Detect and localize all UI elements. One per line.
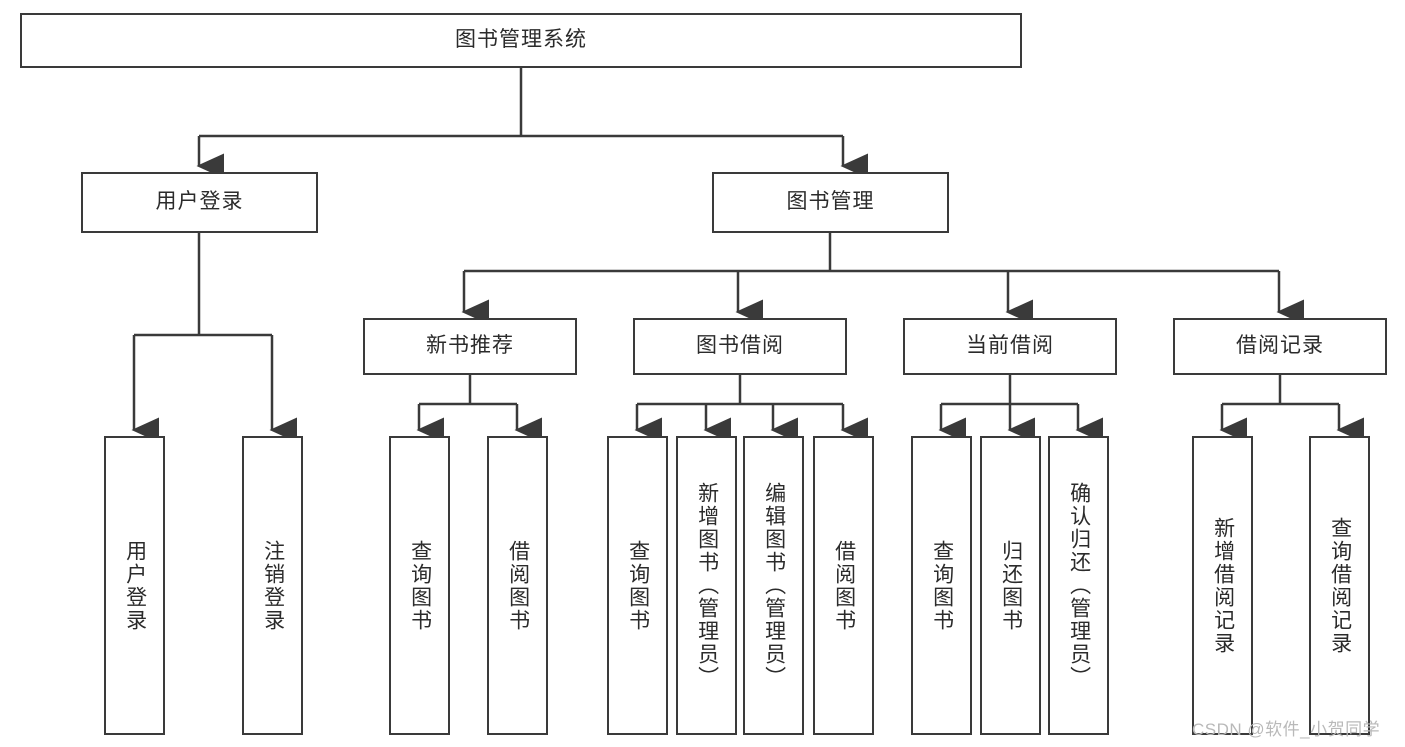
node-leaf-logout-login[interactable]: 注销登录 xyxy=(242,436,303,735)
node-leaf-query-book-1-label: 查询图书 xyxy=(408,539,432,632)
node-user-login[interactable]: 用户登录 xyxy=(81,172,318,233)
node-book-borrow[interactable]: 图书借阅 xyxy=(633,318,847,375)
node-leaf-query-book-1[interactable]: 查询图书 xyxy=(389,436,450,735)
node-leaf-return-book[interactable]: 归还图书 xyxy=(980,436,1041,735)
node-leaf-user-login[interactable]: 用户登录 xyxy=(104,436,165,735)
node-root-label: 图书管理系统 xyxy=(455,28,587,52)
node-leaf-confirm-return[interactable]: 确认归还（管理员） xyxy=(1048,436,1109,735)
node-user-login-label: 用户登录 xyxy=(155,190,244,214)
node-leaf-return-book-label: 归还图书 xyxy=(999,539,1023,632)
node-leaf-borrow-book-1[interactable]: 借阅图书 xyxy=(487,436,548,735)
node-leaf-logout-login-label: 注销登录 xyxy=(261,539,285,632)
node-leaf-borrow-book-2-label: 借阅图书 xyxy=(832,539,856,632)
node-new-book-recommend[interactable]: 新书推荐 xyxy=(363,318,577,375)
node-book-borrow-label: 图书借阅 xyxy=(696,334,784,358)
node-leaf-query-book-3[interactable]: 查询图书 xyxy=(911,436,972,735)
node-new-book-recommend-label: 新书推荐 xyxy=(426,334,514,358)
node-leaf-confirm-return-label: 确认归还（管理员） xyxy=(1067,482,1091,689)
node-leaf-add-record[interactable]: 新增借阅记录 xyxy=(1192,436,1253,735)
node-root[interactable]: 图书管理系统 xyxy=(20,13,1022,68)
csdn-watermark: CSDN @软件_小贺同学 xyxy=(1192,720,1381,739)
node-borrow-record[interactable]: 借阅记录 xyxy=(1173,318,1387,375)
node-leaf-query-record-label: 查询借阅记录 xyxy=(1328,516,1352,655)
node-current-borrow-label: 当前借阅 xyxy=(966,334,1054,358)
node-book-manage[interactable]: 图书管理 xyxy=(712,172,949,233)
node-leaf-query-book-3-label: 查询图书 xyxy=(930,539,954,632)
node-leaf-add-book-label: 新增图书（管理员） xyxy=(695,482,719,689)
node-borrow-record-label: 借阅记录 xyxy=(1236,334,1324,358)
node-leaf-add-record-label: 新增借阅记录 xyxy=(1211,516,1235,655)
node-leaf-borrow-book-1-label: 借阅图书 xyxy=(506,539,530,632)
node-leaf-query-book-2[interactable]: 查询图书 xyxy=(607,436,668,735)
node-leaf-add-book[interactable]: 新增图书（管理员） xyxy=(676,436,737,735)
node-leaf-edit-book-label: 编辑图书（管理员） xyxy=(762,482,786,689)
node-current-borrow[interactable]: 当前借阅 xyxy=(903,318,1117,375)
node-book-manage-label: 图书管理 xyxy=(786,190,875,214)
node-leaf-edit-book[interactable]: 编辑图书（管理员） xyxy=(743,436,804,735)
node-leaf-user-login-label: 用户登录 xyxy=(123,539,147,632)
node-leaf-query-book-2-label: 查询图书 xyxy=(626,539,650,632)
node-leaf-query-record[interactable]: 查询借阅记录 xyxy=(1309,436,1370,735)
node-leaf-borrow-book-2[interactable]: 借阅图书 xyxy=(813,436,874,735)
